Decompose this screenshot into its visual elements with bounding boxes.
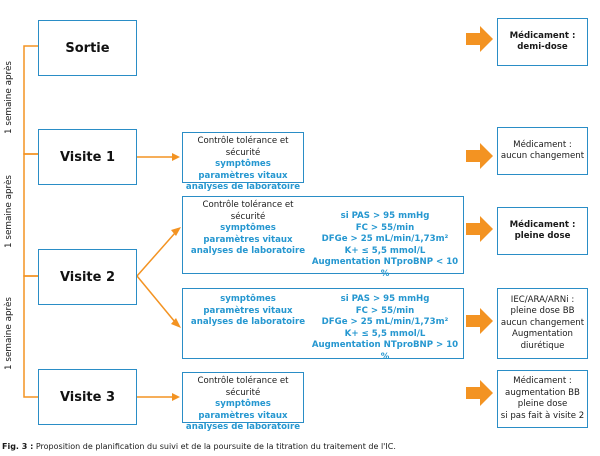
block-arrow-5 <box>466 380 493 406</box>
medication-box-2: Médicament : aucun changement <box>497 127 588 175</box>
med3-line: Médicament : <box>509 219 576 230</box>
v2b-criterion: si PAS > 95 mmHg <box>340 294 430 304</box>
med4-line: diurétique <box>520 340 565 351</box>
visite2-box: Visite 2 <box>38 249 137 305</box>
med2-line: aucun changement <box>500 151 585 161</box>
v2b-criterion: K+ ≤ 5,5 mmol/L <box>344 328 426 339</box>
block-arrow-1 <box>466 26 493 52</box>
timeline-connectors <box>23 45 38 398</box>
figure-caption: Fig. 3 : Proposition de planification du… <box>2 442 396 451</box>
v2t-item: analyses de laboratoire <box>190 246 306 256</box>
visite3-box: Visite 3 <box>38 369 137 425</box>
visite3-label: Visite 3 <box>59 389 116 405</box>
v2b-item: symptômes <box>220 294 276 304</box>
medication-box-1: Médicament : demi-dose <box>497 18 588 66</box>
visite3-info-box: Contrôle tolérance et sécurité symptômes… <box>182 372 304 432</box>
med1-line: demi-dose <box>517 42 568 52</box>
visite1-box: Visite 1 <box>38 129 137 185</box>
med5-line: pleine dose <box>517 399 568 409</box>
med1-line: Médicament : <box>509 30 576 41</box>
caption-text: Proposition de planification du suivi et… <box>35 442 396 451</box>
v3-title: Contrôle tolérance et sécurité <box>197 376 289 398</box>
v1-item: symptômes <box>215 159 271 169</box>
v1-title: Contrôle tolérance et sécurité <box>197 136 289 158</box>
timeline-label-3: 1 semaine après <box>4 297 14 370</box>
med2-line: Médicament : <box>513 139 572 150</box>
sortie-label: Sortie <box>65 40 110 56</box>
block-arrow-3 <box>466 216 493 242</box>
v2b-item: analyses de laboratoire <box>190 317 306 327</box>
v2b-criterion: Augmentation NTproBNP > 10 % <box>311 340 459 362</box>
v1-item: analyses de laboratoire <box>185 182 301 192</box>
med5-line: si pas fait à visite 2 <box>500 410 585 421</box>
visit-info-connectors <box>136 156 176 398</box>
arrowheads <box>171 153 181 401</box>
v2t-criterion: K+ ≤ 5,5 mmol/L <box>344 245 426 256</box>
med4-line: aucun changement <box>500 317 585 328</box>
timeline-label-1: 1 semaine après <box>4 61 14 134</box>
v2t-criterion: DFGe > 25 mL/min/1,73m² <box>321 234 449 244</box>
med5-line: augmentation BB <box>505 387 580 398</box>
v3-item: symptômes <box>215 399 271 409</box>
v2t-item: symptômes <box>220 223 276 233</box>
v2b-item: paramètres vitaux <box>203 305 293 316</box>
visite1-label: Visite 1 <box>59 149 116 165</box>
medication-box-4: IEC/ARA/ARNi : pleine dose BB aucun chan… <box>497 288 588 359</box>
v3-item: paramètres vitaux <box>198 410 288 421</box>
v2t-criterion: si PAS > 95 mmHg <box>340 211 430 221</box>
v2b-criterion: FC > 55/min <box>355 305 415 316</box>
v2t-criterion: FC > 55/min <box>355 222 415 233</box>
med3-line: pleine dose <box>514 231 571 241</box>
v1-item: paramètres vitaux <box>198 170 288 181</box>
caption-label: Fig. 3 : <box>2 442 34 451</box>
v3-item: analyses de laboratoire <box>185 422 301 432</box>
visite2-top-info-box: Contrôle tolérance et sécurité symptômes… <box>182 196 464 279</box>
block-arrow-2 <box>466 143 493 169</box>
visite2-label: Visite 2 <box>59 269 116 285</box>
v2t-criterion: Augmentation NTproBNP < 10 % <box>311 257 459 279</box>
med4-line: IEC/ARA/ARNi : <box>510 294 575 305</box>
v2t-item: paramètres vitaux <box>203 234 293 245</box>
med4-line: pleine dose BB <box>510 306 575 317</box>
visite2-bottom-info-box: symptômes paramètres vitaux analyses de … <box>182 288 464 362</box>
timeline-label-2: 1 semaine après <box>4 175 14 248</box>
medication-box-5: Médicament : augmentation BB pleine dose… <box>497 370 588 428</box>
block-arrows <box>466 26 493 406</box>
v2t-title: Contrôle tolérance et sécurité <box>202 200 294 222</box>
medication-box-3: Médicament : pleine dose <box>497 207 588 255</box>
v2b-criterion: DFGe > 25 mL/min/1,73m² <box>321 317 449 327</box>
med5-line: Médicament : <box>513 376 572 386</box>
med4-line: Augmentation <box>512 329 573 340</box>
block-arrow-4 <box>466 308 493 334</box>
sortie-box: Sortie <box>38 20 137 76</box>
visite1-info-box: Contrôle tolérance et sécurité symptômes… <box>182 132 304 192</box>
